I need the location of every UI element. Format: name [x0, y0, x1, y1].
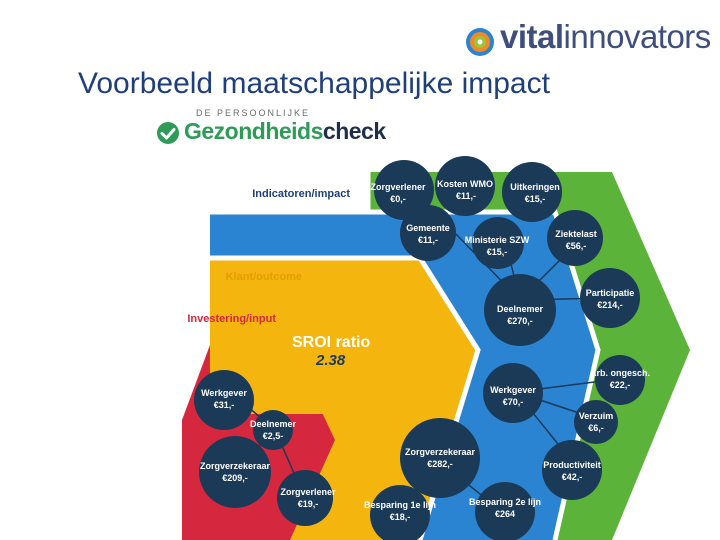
product-name: Gezondheidscheck [184, 118, 386, 145]
legend-investment: Investering/input [187, 313, 276, 325]
label-besparing2-value: €264 [495, 509, 515, 519]
node-circle-zorgverlener-red [277, 470, 333, 526]
label-werkgever-mid-value: €70,- [503, 397, 524, 407]
label-participatie-name: Participatie [586, 288, 635, 298]
label-zorgverzekeraar-red-value: €209,- [222, 473, 248, 483]
node-circle-deelnemer-red [253, 410, 293, 450]
label-zorgverzekeraar-mid-value: €282,- [427, 459, 453, 469]
label-ziektelast-name: Ziektelast [555, 229, 597, 239]
sroi-value: 2.38 [315, 352, 346, 369]
label-gemeente-value: €11,- [418, 235, 438, 245]
node-circle-uitkeringen [502, 162, 562, 222]
label-deelnemer-red-value: €2,5- [263, 431, 284, 441]
node-circle-gemeente [400, 205, 456, 261]
node-circle-zorgverzekeraar-red [199, 436, 271, 508]
label-participatie-value: €214,- [597, 300, 623, 310]
node-circle-verzuim [574, 400, 618, 444]
label-besparing2-name: Besparing 2e lijn [469, 497, 541, 507]
legend-client: Klant/outcome [226, 271, 302, 283]
brand-logo: vitalinnovators [464, 18, 711, 60]
label-uitkeringen-name: Uitkeringen [510, 182, 560, 192]
node-labels: Zorgverlener €0,- Kosten WMO €11,- Uitke… [200, 179, 650, 522]
label-zorgverlener-red-value: €19,- [298, 499, 319, 509]
brand-name: vitalinnovators [500, 18, 711, 56]
label-zorgverzekeraar-mid-name: Zorgverzekeraar [405, 447, 476, 457]
label-productiviteit-value: €42,- [562, 472, 583, 482]
sroi-label: SROI ratio [292, 334, 370, 351]
node-circle-zorgverzekeraar-mid [400, 418, 480, 498]
label-zorgverzekeraar-red-name: Zorgverzekeraar [200, 461, 271, 471]
label-verzuim-name: Verzuim [579, 411, 614, 421]
label-werkgever-red-name: Werkgever [201, 388, 247, 398]
label-werkgever-mid-name: Werkgever [490, 385, 536, 395]
node-circle-deelnemer-mid [484, 274, 556, 346]
label-zorgverlener-red-name: Zorgverlener [280, 487, 336, 497]
label-kosten-wmo-value: €11,- [456, 191, 476, 201]
label-arb-name: Arb. ongesch. [590, 368, 650, 378]
node-circle-ministerie [472, 217, 524, 269]
node-circle-arb [595, 355, 645, 405]
product-name-part2: check [322, 118, 386, 144]
label-productiviteit-name: Productiviteit [543, 460, 601, 470]
label-besparing1-name: Besparing 1e lijn [364, 500, 436, 510]
product-name-part1: Gezondheids [184, 118, 323, 144]
label-werkgever-red-value: €31,- [214, 400, 235, 410]
label-kosten-wmo-name: Kosten WMO [437, 179, 493, 189]
node-circle-werkgever-red [194, 370, 254, 430]
label-ministerie-name: Ministerie SZW [465, 235, 530, 245]
product-supertitle: DE PERSOONLIJKE [196, 108, 311, 118]
node-circle-participatie [580, 268, 640, 328]
product-logo: DE PERSOONLIJKE Gezondheidscheck [156, 108, 386, 148]
node-circle-besparing2 [475, 482, 535, 540]
green-check-icon [157, 122, 179, 144]
node-circle-ziektelast [547, 210, 603, 266]
node-circle-werkgever-mid [483, 363, 543, 423]
node-circle-productiviteit [542, 440, 602, 500]
brand-name-part1: vital [500, 18, 564, 55]
label-deelnemer-mid-name: Deelnemer [497, 304, 544, 314]
page-title: Voorbeeld maatschappelijke impact [78, 67, 550, 100]
label-deelnemer-mid-value: €270,- [507, 316, 533, 326]
label-gemeente-name: Gemeente [406, 223, 450, 233]
label-deelnemer-red-name: Deelnemer [250, 419, 297, 429]
label-uitkeringen-value: €15,- [525, 194, 546, 204]
label-verzuim-value: €6,- [588, 423, 604, 433]
brand-name-part2: innovators [563, 18, 712, 55]
node-circle-kosten-wmo [435, 156, 495, 216]
label-zorgverlener-top-name: Zorgverlener [370, 182, 426, 192]
node-circles [194, 156, 645, 540]
label-besparing1-value: €18,- [390, 512, 411, 522]
label-arb-value: €22,- [610, 380, 631, 390]
legend-stakeholder: Stakeholder/outcome [214, 229, 326, 241]
legend-indicators: Indicatoren/impact [252, 188, 350, 200]
node-circle-zorgverlener-top [374, 160, 434, 220]
node-circle-besparing1 [370, 485, 430, 540]
label-zorgverlener-top-value: €0,- [390, 194, 406, 204]
legend: Indicatoren/impact Stakeholder/outcome K… [187, 188, 350, 325]
vital-innovators-logo-icon [466, 28, 494, 56]
label-ministerie-value: €15,- [487, 247, 508, 257]
label-ziektelast-value: €56,- [566, 241, 587, 251]
